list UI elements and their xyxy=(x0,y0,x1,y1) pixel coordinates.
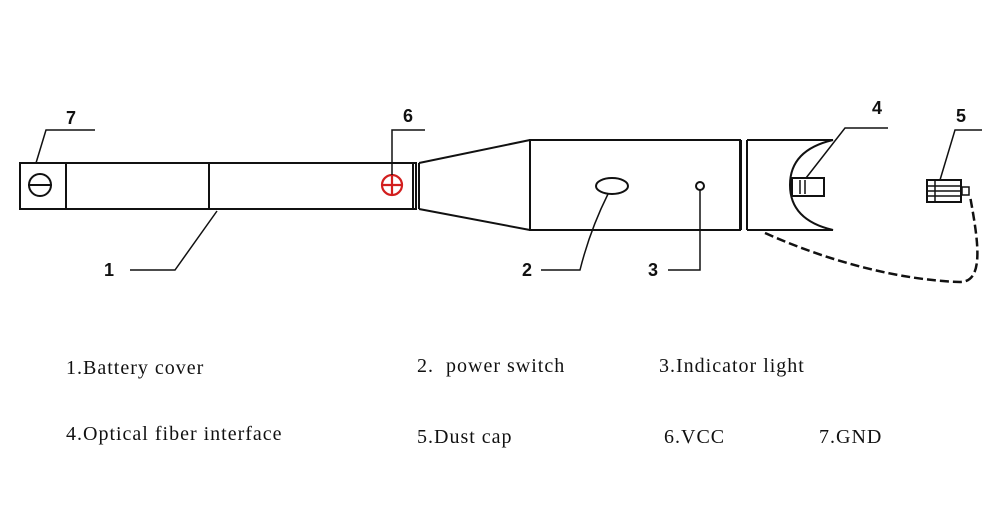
legend-power-switch: 2. power switch xyxy=(417,355,565,377)
legend: 1.Battery cover 2. power switch 3.Indica… xyxy=(66,355,882,448)
callout-5: 5 xyxy=(956,106,966,126)
gnd-symbol-icon xyxy=(28,173,52,197)
main-housing xyxy=(529,139,741,231)
leader-lines xyxy=(35,127,982,271)
callout-2: 2 xyxy=(522,260,532,280)
callout-1: 1 xyxy=(104,260,114,280)
legend-gnd: 7.GND xyxy=(819,426,882,448)
callout-7: 7 xyxy=(66,108,76,128)
legend-fiber-interface: 4.Optical fiber interface xyxy=(66,423,283,445)
callout-6: 6 xyxy=(403,106,413,126)
legend-battery-cover: 1.Battery cover xyxy=(66,357,204,379)
fiber-connector-icon xyxy=(791,177,825,197)
connector-head xyxy=(747,139,834,231)
dust-cap-tether xyxy=(764,195,979,284)
dust-cap-icon xyxy=(926,179,970,203)
indicator-light xyxy=(695,181,705,191)
legend-indicator-light: 3.Indicator light xyxy=(659,355,805,377)
legend-dust-cap: 5.Dust cap xyxy=(417,426,513,448)
callout-4: 4 xyxy=(872,98,882,118)
power-switch xyxy=(595,177,629,195)
battery-cover xyxy=(19,162,417,210)
callout-numbers: 1 2 3 4 5 6 7 xyxy=(66,98,966,280)
vcc-plus-icon xyxy=(380,173,404,197)
pen-body xyxy=(19,139,834,231)
legend-vcc: 6.VCC xyxy=(664,426,725,448)
callout-3: 3 xyxy=(648,260,658,280)
pen-taper xyxy=(418,139,531,231)
